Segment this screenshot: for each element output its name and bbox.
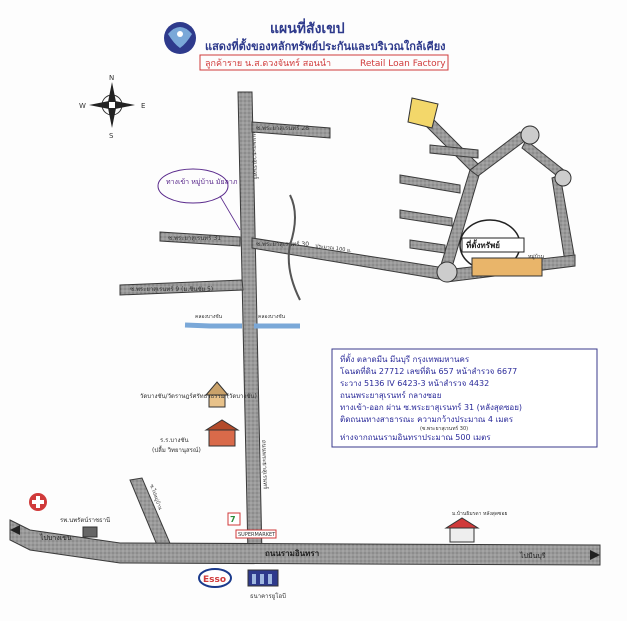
- seven-eleven-icon: 7: [227, 512, 241, 526]
- bank-label: ธนาคารยูโอบี: [250, 592, 286, 600]
- school-sub-label: (ปลื้ม วิทยานุสรณ์): [152, 444, 201, 454]
- bank-logo-icon: [164, 22, 196, 54]
- roundabout-2: [520, 125, 540, 145]
- soi-31-label: ซ.พระยาสุเรนทร์ 31: [168, 234, 221, 242]
- distance-marker: ประมาณ 100 ม.: [315, 243, 353, 254]
- client-line: ลูกค้าราย น.ส.ดวงจันทร์ สอนนำ: [205, 57, 331, 69]
- property-box: [461, 237, 525, 253]
- hospital-icon: [29, 493, 47, 511]
- yellow-building: [407, 97, 439, 129]
- cluster-lane-4: [429, 144, 479, 159]
- temple-icon: [204, 381, 230, 408]
- property-label: ที่ตั้งทรัพย์: [466, 239, 500, 250]
- svg-text:7: 7: [230, 515, 236, 524]
- note-line-5: ทางเข้า-ออก ผ่าน ซ.พระยาสุเรนทร์ 31 (หลั…: [340, 402, 522, 412]
- hospital-label: รพ.นพรัตน์ราชธานี: [60, 516, 110, 524]
- temple-label: วัดบางชัน/วัดราษฎร์ศรัทธาธรรม (วัดบางชัน…: [140, 392, 257, 400]
- note-line-1: ที่ตั้ง ตลาดมีน มีนบุรี กรุงเทพมหานคร: [340, 353, 470, 364]
- bank-icon: [247, 569, 279, 587]
- esso-icon: [198, 568, 232, 588]
- bottom-road-label: ถนนรามอินทรา: [265, 549, 319, 558]
- left-direction-label: ไปบางเขน: [39, 533, 72, 542]
- cluster-lane-2: [399, 209, 453, 227]
- roundabout-3: [554, 169, 572, 187]
- village-label: หมู่บ้าน: [528, 253, 545, 260]
- client-line-en: Retail Loan Factory: [360, 59, 446, 69]
- compass-w: W: [79, 102, 86, 110]
- map-subtitle: แสดงที่ตั้งของหลักทรัพย์ประกันและบริเวณใ…: [205, 38, 446, 53]
- handwritten-label: ทางเข้า หมู่บ้าน มัยลาภ: [166, 178, 238, 186]
- note-box: [331, 348, 598, 448]
- cluster-lane-3: [409, 239, 446, 254]
- soi-28-label: ซ.พระยาสุเรนทร์ 28: [256, 124, 309, 132]
- canal-left: [184, 322, 242, 329]
- supermarket-sign: [235, 529, 277, 539]
- school-icon: [204, 419, 240, 447]
- hospital-building: [82, 526, 98, 538]
- note-line-6: ติดถนนทางสาธารณะ ความกว้างประมาณ 4 เมตร: [340, 415, 514, 424]
- left-arrow-icon: [10, 525, 20, 535]
- map-title: แผนที่สังเขป: [270, 18, 345, 37]
- handwritten-pointer: [219, 195, 241, 231]
- compass-s: S: [109, 132, 114, 140]
- note-line-2: โฉนดที่ดิน 27712 เลขที่ดิน 657 หน้าสำรวจ…: [340, 365, 517, 376]
- right-arrow-icon: [590, 550, 600, 560]
- soi-28-road: [251, 121, 331, 139]
- soi-30-label: ซ.พระยาสุเรนทร์ 30: [256, 240, 309, 248]
- note-line-4: ถนนพระยาสุเรนทร์ กลางซอย: [340, 390, 441, 400]
- market-label: ม.บ้านธิมรดา หลังสุดซอย: [452, 510, 507, 517]
- main-road-lower-label: ถนนพระยาสุเรนทร์: [260, 440, 270, 490]
- note-line-3: ระวาง 5136 IV 6423-3 หน้าสำรวจ 4432: [340, 379, 489, 388]
- client-box: [199, 54, 449, 71]
- compass-e: E: [141, 102, 145, 110]
- property-houses: [471, 257, 543, 277]
- soi-9-road: [119, 279, 244, 296]
- supermarket-label: SUPERMARKET: [238, 532, 276, 538]
- side-lane: [287, 194, 301, 301]
- canal-right-label: คลองบางชัน: [258, 314, 286, 320]
- roundabout-1: [436, 261, 458, 283]
- school-label: ร.ร.บางชัน: [160, 437, 189, 444]
- soi-9-label: ซ.พระยาสุเรนทร์ 9 (ม.ชินชัย 5): [130, 285, 213, 293]
- canal-left-label: คลองบางชัน: [195, 314, 223, 320]
- right-direction-label: ไปมีนบุรี: [519, 551, 546, 560]
- esso-label: Esso: [203, 575, 226, 585]
- note-line-6b: (ซ.พระยาสุเรนทร์ 30): [420, 425, 468, 432]
- handwritten-oval: [157, 168, 229, 204]
- compass-icon: [89, 82, 135, 128]
- cluster-lane-1: [399, 174, 461, 194]
- market-icon: [444, 517, 480, 543]
- bottom-road: [9, 519, 601, 566]
- cluster-road-e: [551, 174, 576, 263]
- soi-31-road: [159, 231, 241, 247]
- main-road-label: ถนนพระยาสุเรนทร์: [250, 130, 260, 180]
- compass-n: N: [109, 74, 114, 82]
- note-line-7: ห่างจากถนนรามอินทราประมาณ 500 เมตร: [340, 433, 491, 442]
